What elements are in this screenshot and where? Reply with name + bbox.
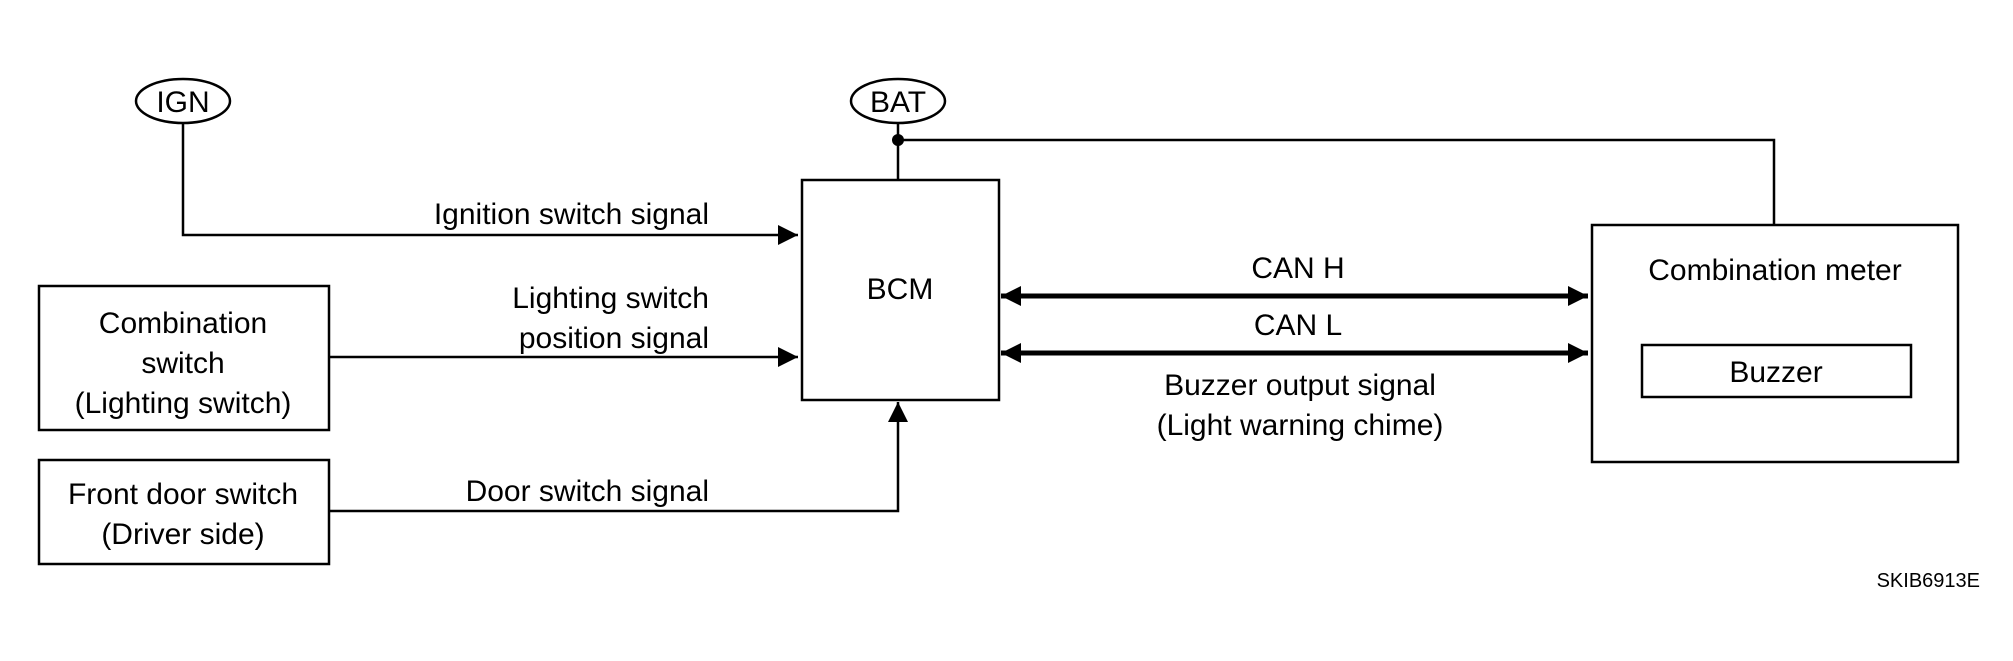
bat-to-meter-wire (898, 138, 1776, 225)
front-door-switch-line-2: (Driver side) (101, 518, 264, 551)
ignition-signal-label: Ignition switch signal (434, 198, 709, 231)
bcm-block: BCM (800, 178, 1001, 402)
combination-switch-block: Combination switch (Lighting switch) (37, 284, 331, 432)
ign-label: IGN (156, 86, 209, 119)
can-l-label: CAN L (1254, 309, 1342, 342)
buzzer-label: Buzzer (1729, 356, 1822, 389)
can-h-label: CAN H (1251, 252, 1344, 285)
bat-terminal: BAT (849, 77, 947, 125)
buzzer-output-signal-label-2: (Light warning chime) (1157, 409, 1444, 442)
lighting-signal-label-2: position signal (519, 322, 709, 355)
combination-switch-line-2: switch (141, 347, 224, 380)
figure-code: SKIB6913E (1877, 570, 1980, 592)
combination-meter-label: Combination meter (1648, 254, 1901, 287)
combination-switch-line-3: (Lighting switch) (75, 387, 292, 420)
bat-label: BAT (870, 86, 926, 119)
lighting-signal-label-1: Lighting switch (512, 282, 709, 315)
bat-junction-dot (892, 134, 904, 146)
door-signal-label: Door switch signal (466, 475, 709, 508)
front-door-switch-line-1: Front door switch (68, 478, 298, 511)
combination-switch-line-1: Combination (99, 307, 267, 340)
bcm-label: BCM (867, 273, 934, 306)
ign-terminal: IGN (134, 77, 232, 125)
combination-meter-block: Combination meter Buzzer (1590, 223, 1960, 464)
buzzer-block: Buzzer (1640, 343, 1913, 399)
buzzer-output-signal-label-1: Buzzer output signal (1164, 369, 1436, 402)
door-wire (330, 402, 908, 513)
ignition-wire (181, 123, 798, 245)
front-door-switch-block: Front door switch (Driver side) (37, 458, 331, 566)
